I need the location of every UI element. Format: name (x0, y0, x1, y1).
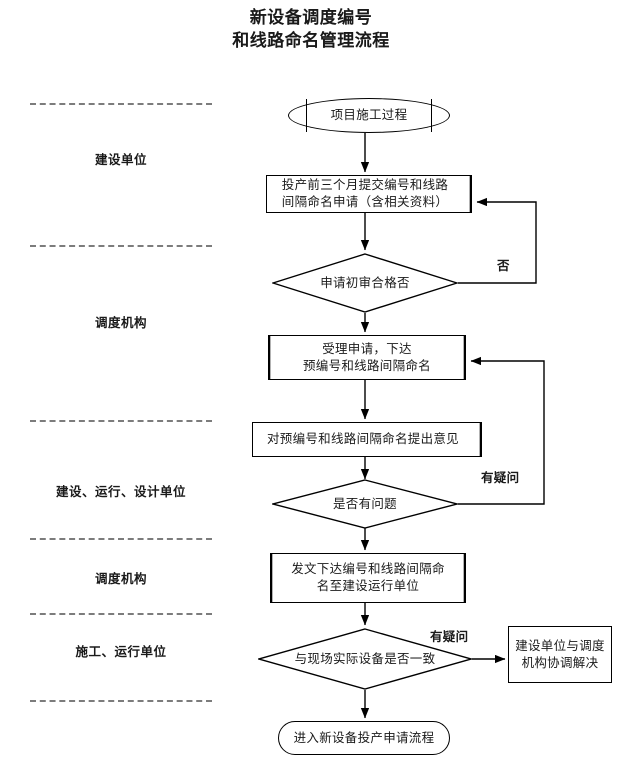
title-line-1: 新设备调度编号 (249, 8, 373, 27)
lane-separator-4 (30, 538, 212, 540)
lane-label-operation-units: 施工、运行单位 (75, 645, 167, 659)
node-decision-review-label: 申请初审合格否 (320, 276, 410, 290)
node-submit-application[interactable]: 投产前三个月提交编号和线路 间隔命名申请（含相关资料） (266, 175, 472, 213)
lane-separator-5 (30, 613, 212, 615)
node-give-opinion[interactable]: 对预编号和线路间隔命名提出意见 (252, 422, 482, 457)
node-give-opinion-label: 对预编号和线路间隔命名提出意见 (266, 432, 459, 446)
edge-label-review-no: 否 (497, 259, 510, 273)
node-start-label: 项目施工过程 (330, 108, 408, 122)
node-issue-document-label: 发文下达编号和线路间隔命 名至建设运行单位 (291, 562, 445, 593)
node-submit-application-label: 投产前三个月提交编号和线路 间隔命名申请（含相关资料） (281, 178, 449, 209)
lane-label-construction-unit: 建设单位 (94, 153, 147, 167)
page-title: 新设备调度编号 和线路命名管理流程 (0, 6, 622, 52)
decision-consistency-shape (256, 628, 474, 690)
node-decision-consistency[interactable]: 与现场实际设备是否一致 (256, 628, 474, 690)
node-decision-problem-label: 是否有问题 (332, 497, 397, 511)
node-end[interactable]: 进入新设备投产申请流程 (278, 721, 450, 755)
node-decision-review[interactable]: 申请初审合格否 (270, 253, 460, 313)
edge-label-problem-doubt: 有疑问 (481, 471, 520, 485)
node-coordinate-resolution-label: 建设单位与调度 机构协调解决 (515, 638, 605, 670)
start-right-cap-rule (431, 99, 432, 132)
node-accept-application[interactable]: 受理申请，下达 预编号和线路间隔命名 (268, 335, 466, 380)
node-coordinate-resolution[interactable]: 建设单位与调度 机构协调解决 (508, 626, 612, 683)
lane-label-dispatch-org-2: 调度机构 (94, 572, 147, 586)
lane-separator-1 (30, 103, 212, 105)
edge-label-consistency-doubt: 有疑问 (430, 630, 469, 644)
title-line-2: 和线路命名管理流程 (232, 31, 390, 50)
lane-separator-2 (30, 245, 212, 247)
node-end-label: 进入新设备投产申请流程 (293, 730, 435, 745)
node-accept-application-label: 受理申请，下达 预编号和线路间隔命名 (302, 341, 431, 373)
decision-problem-shape (270, 479, 460, 529)
start-left-cap-rule (306, 99, 307, 132)
node-decision-problem[interactable]: 是否有问题 (270, 479, 460, 529)
node-start[interactable]: 项目施工过程 (288, 98, 450, 133)
node-decision-consistency-label: 与现场实际设备是否一致 (294, 652, 436, 666)
lane-separator-6 (30, 700, 212, 702)
node-issue-document[interactable]: 发文下达编号和线路间隔命 名至建设运行单位 (270, 553, 466, 603)
decision-review-shape (270, 253, 460, 313)
lane-label-dispatch-org-1: 调度机构 (94, 316, 147, 330)
lane-label-design-units: 建设、运行、设计单位 (55, 485, 186, 499)
lane-separator-3 (30, 420, 212, 422)
